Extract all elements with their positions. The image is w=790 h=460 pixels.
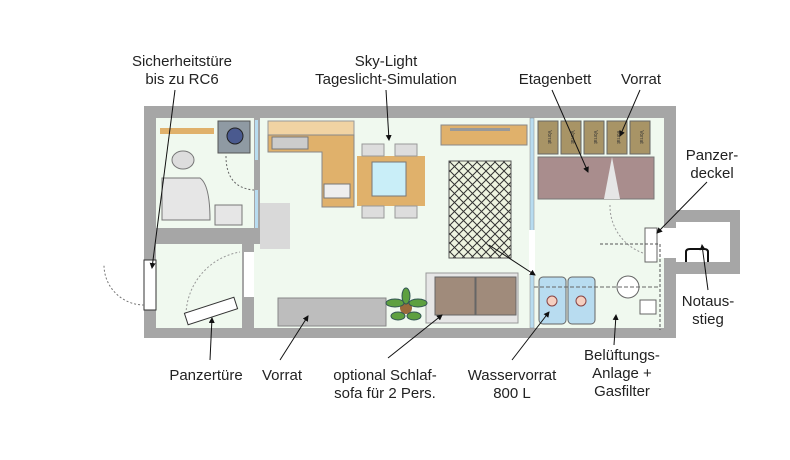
shower <box>161 177 211 221</box>
label-skylight-line2: Tageslicht-Simulation <box>315 71 457 88</box>
storage-box-label: Vorrat <box>546 130 552 144</box>
storage-box-label: Vorrat <box>638 130 644 144</box>
label-sofa-bed-line1: optional Schlaf- <box>333 367 436 384</box>
label-storage-top: Vorrat <box>621 71 662 88</box>
label-armored-door: Panzertüre <box>169 367 242 384</box>
toilet <box>171 150 195 170</box>
bunk-bed <box>537 156 655 200</box>
bathroom-wall <box>156 228 260 244</box>
kitchen-counter-top <box>267 120 355 136</box>
ventilation-unit <box>534 243 661 330</box>
partition-wall <box>529 117 535 329</box>
plant-icon <box>385 287 428 321</box>
ladder-icon <box>685 248 709 262</box>
label-security-door-line1: Sicherheitstüre <box>132 53 232 70</box>
label-sofa-bed-line2: sofa für 2 Pers. <box>334 385 436 402</box>
label-ventilation-line3: Gasfilter <box>594 383 650 400</box>
bathroom-sink <box>214 204 243 226</box>
storage-box-label: Vorrat <box>592 130 598 144</box>
label-armor-lid-line1: Panzer- <box>686 147 739 164</box>
label-skylight-line1: Sky-Light <box>355 53 418 70</box>
label-bunk-bed: Etagenbett <box>519 71 592 88</box>
storage-bench <box>277 297 387 327</box>
kitchen-sink <box>271 136 309 150</box>
armor-lid-hatch <box>644 227 658 263</box>
cabinet <box>260 203 290 249</box>
callout-arrows <box>149 89 709 361</box>
label-emergency-exit-line2: stieg <box>692 311 724 328</box>
label-security-door-line2: bis zu RC6 <box>145 71 218 88</box>
stove <box>323 183 351 199</box>
storage-box-label: Vorrat <box>615 130 621 144</box>
rug <box>448 160 512 259</box>
label-emergency-exit-line1: Notaus- <box>682 293 735 310</box>
storage-box-label: Vorrat <box>569 130 575 144</box>
storage-boxes: Vorrat Vorrat Vorrat Vorrat Vorrat <box>537 120 651 155</box>
label-ventilation-line2: Anlage + <box>592 365 652 382</box>
armored-door <box>183 296 239 326</box>
bathroom-partition <box>254 118 260 228</box>
label-storage-bottom: Vorrat <box>262 367 303 384</box>
label-ventilation-line1: Belüftungs- <box>584 347 660 364</box>
label-armor-lid-line2: deckel <box>690 165 733 182</box>
label-water-supply-line1: Wasservorrat <box>468 367 557 384</box>
bunk-ladder <box>604 157 620 199</box>
label-water-supply-line2: 800 L <box>493 385 531 402</box>
skylight-table <box>371 161 407 197</box>
